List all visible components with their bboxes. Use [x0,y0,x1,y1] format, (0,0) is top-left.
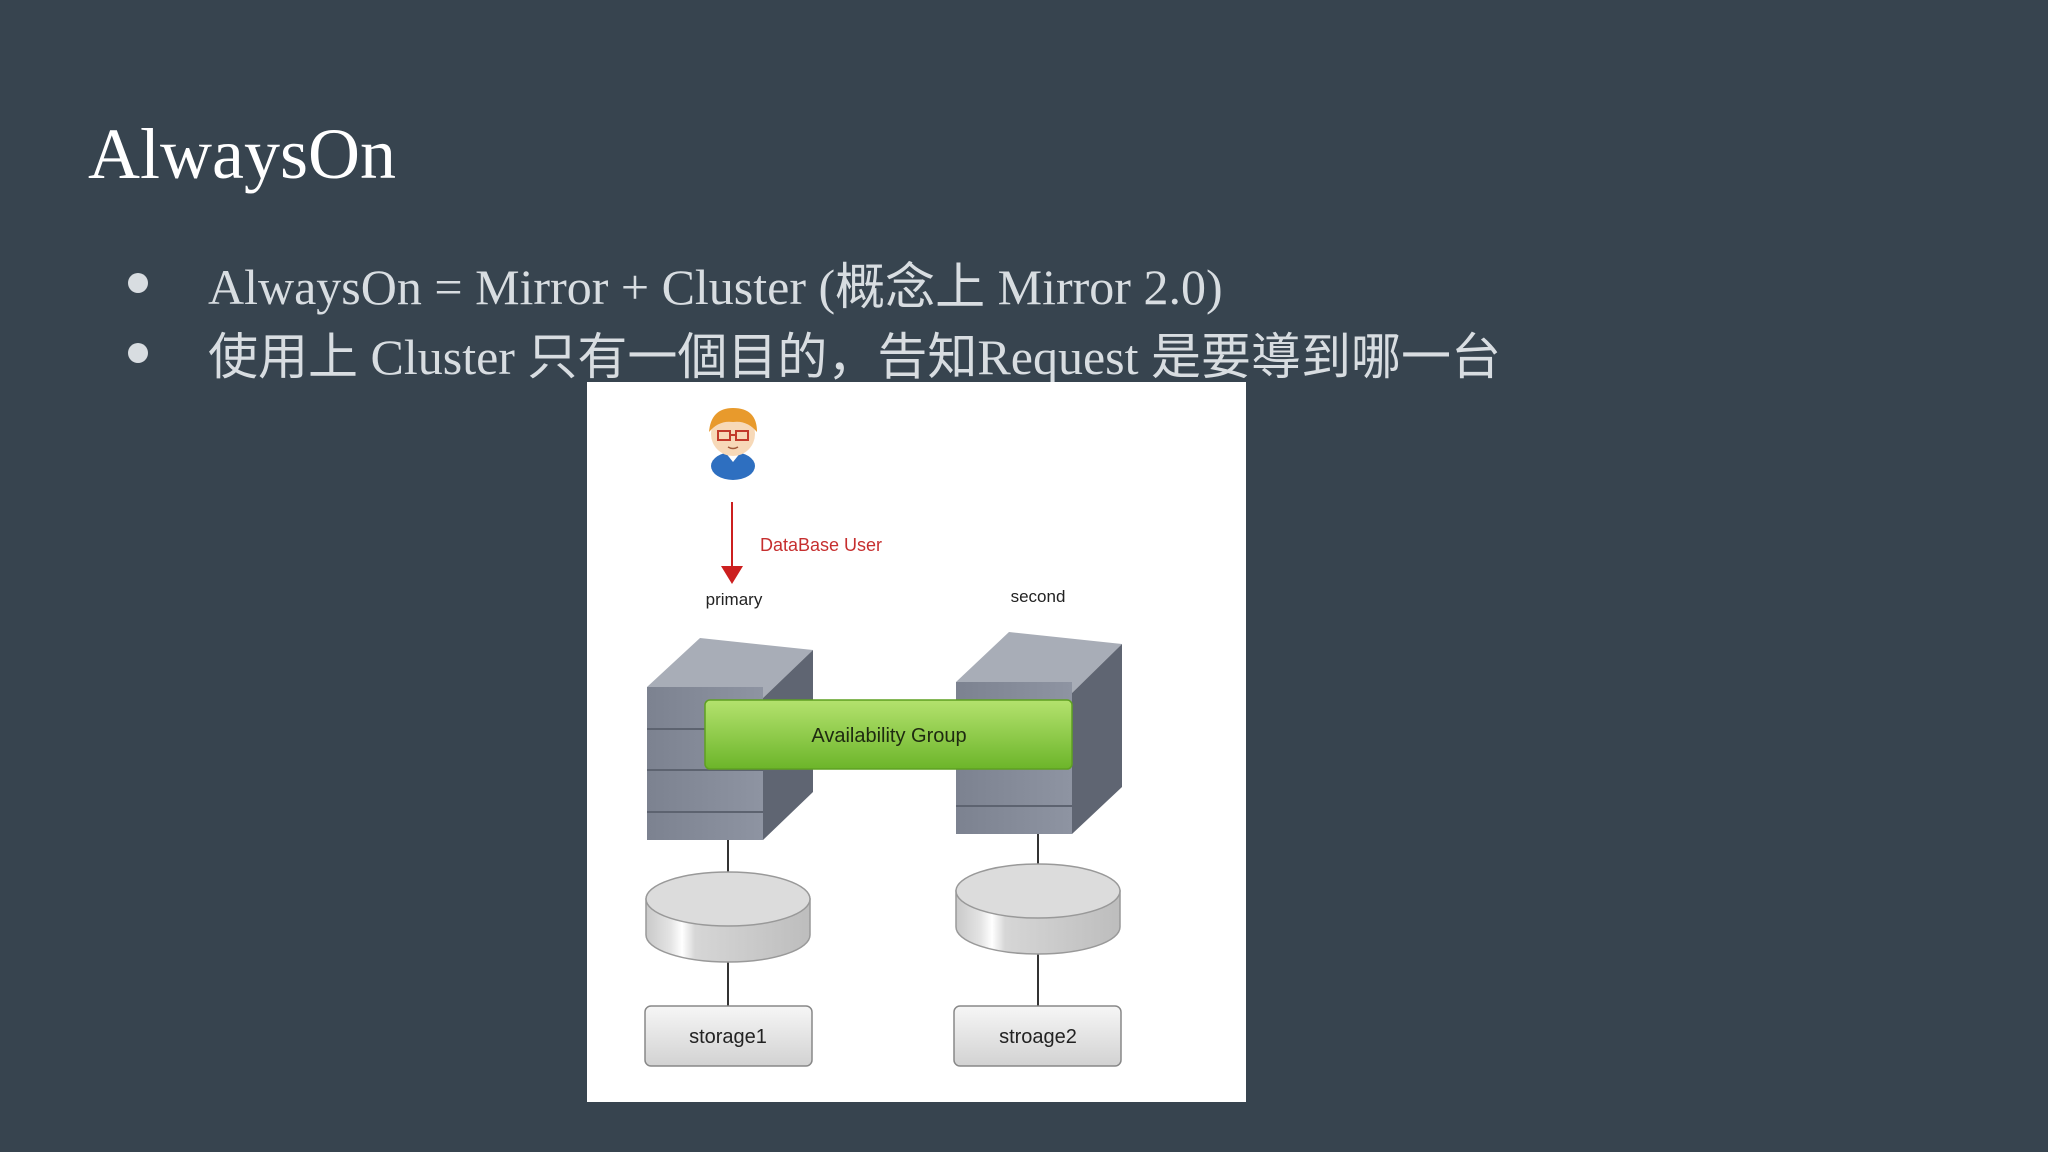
availability-group [704,699,1073,770]
bullet-text: 使用上 Cluster 只有一個目的，告知Request 是要導到哪一台 [208,329,1502,385]
bullet-item: AlwaysOn = Mirror + Cluster (概念上 Mirror … [120,248,1501,318]
bullet-text: AlwaysOn = Mirror + Cluster (概念上 Mirror … [208,259,1223,315]
request-arrow [721,502,743,584]
user-avatar-icon [709,408,757,480]
database-disk-icon [955,863,1121,955]
bullet-list: AlwaysOn = Mirror + Cluster (概念上 Mirror … [120,248,1501,388]
database-disk-icon [645,871,811,963]
alwayson-diagram: DataBase User primary second [587,382,1246,1102]
second-label: second [1011,587,1066,606]
slide-title: AlwaysOn [88,114,396,194]
storage2-label: stroage2 [999,1026,1077,1048]
bullet-item: 使用上 Cluster 只有一個目的，告知Request 是要導到哪一台 [120,318,1501,388]
primary-label: primary [706,590,763,609]
server-icon [647,638,813,840]
bullet-dot-icon [128,273,148,293]
arrow-label: DataBase User [760,535,882,555]
storage2-box [953,1005,1122,1067]
availability-group-label: Availability Group [811,725,966,747]
storage1-label: storage1 [689,1026,767,1048]
storage1-box [644,1005,813,1067]
bullet-dot-icon [128,343,148,363]
